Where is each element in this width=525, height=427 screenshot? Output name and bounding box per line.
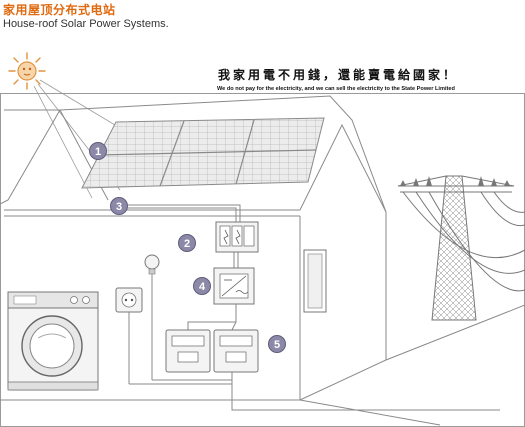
page-title-cn: 家用屋顶分布式电站 <box>3 3 116 17</box>
dc-distribution-box <box>215 221 259 253</box>
house-window <box>303 249 327 313</box>
page-title-en: House-roof Solar Power Systems. <box>3 18 169 30</box>
marker-1: 1 <box>89 142 107 160</box>
power-transmission-tower <box>397 175 525 321</box>
svg-text:5: 5 <box>274 339 280 351</box>
electricity-meters <box>165 329 259 373</box>
solar-panel-array <box>81 117 325 189</box>
light-bulb-icon <box>144 254 232 381</box>
wall-socket-icon <box>115 287 232 385</box>
sun-icon <box>8 52 46 90</box>
svg-text:2: 2 <box>184 238 190 250</box>
marker-2: 2 <box>178 234 196 252</box>
marker-4: 4 <box>193 277 211 295</box>
svg-text:4: 4 <box>199 281 206 293</box>
svg-text:3: 3 <box>116 201 122 213</box>
slogan-chinese: 我家用電不用錢，還能賣電給國家！ <box>218 68 459 82</box>
marker-3: 3 <box>110 197 128 215</box>
dc-wiring <box>120 204 500 411</box>
washing-machine-icon <box>7 291 99 391</box>
marker-5: 5 <box>268 335 286 353</box>
inverter <box>213 267 255 305</box>
svg-text:1: 1 <box>95 146 101 158</box>
slogan-english: We do not pay for the electricity, and w… <box>217 86 455 92</box>
